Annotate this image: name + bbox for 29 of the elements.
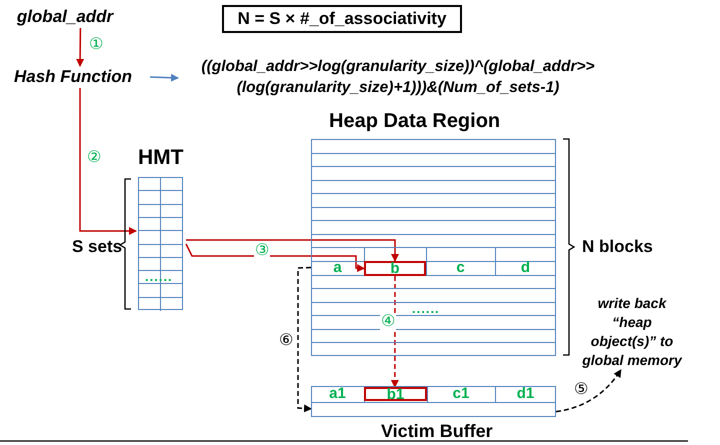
arrow — [186, 239, 399, 262]
table-heading: HMT — [138, 146, 184, 170]
arrow — [150, 74, 179, 82]
region-heading: Heap Data Region — [329, 110, 500, 133]
arrow — [556, 369, 622, 412]
function-text: Hash Function — [8, 66, 138, 88]
block-label: a1 — [311, 387, 364, 401]
table-heading: Victim Buffer — [381, 421, 493, 442]
block-label: d1 — [495, 387, 556, 401]
block-label: d — [495, 261, 556, 274]
block-label: c — [426, 261, 495, 274]
formula-box: N = S × #_of_associativity — [222, 5, 462, 33]
size-label: N blocks — [582, 237, 653, 257]
block-label: c1 — [427, 387, 495, 401]
block-label: a — [311, 261, 364, 274]
arrow — [79, 88, 137, 235]
arrow — [390, 276, 399, 388]
arrow — [185, 244, 365, 272]
size-label: S sets — [72, 237, 122, 257]
formula-text: ((global_addr>>log(granularity_size))^(global_addr>> (log(granularity_size)+1)))&(Num_of_sets-1) — [178, 56, 618, 100]
selected-block: b1 — [364, 387, 427, 401]
note-text: write back “heap object(s)” to global memory — [576, 294, 688, 370]
variable-text: global_addr — [10, 6, 120, 28]
ellipsis-dots: ...... — [412, 304, 440, 313]
arrow — [297, 266, 312, 412]
step-number: ③ — [254, 243, 270, 259]
selected-block: b — [364, 261, 426, 276]
arrow — [76, 28, 84, 67]
step-number: ④ — [380, 314, 396, 330]
